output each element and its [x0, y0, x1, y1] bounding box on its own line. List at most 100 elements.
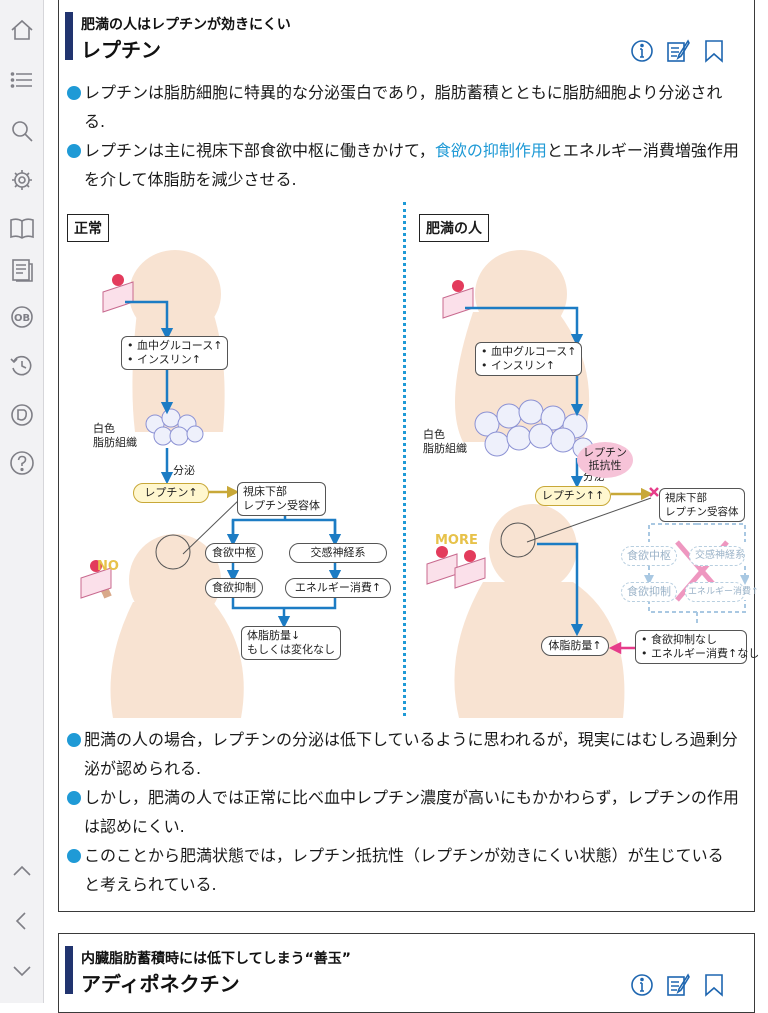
- bullet-dot: [67, 733, 81, 747]
- more-label: MORE: [435, 533, 478, 548]
- normal-tag: 正常: [67, 214, 109, 242]
- leptin-pill: レプチン↑↑: [535, 486, 611, 506]
- intro-text: レプチンは脂肪細胞に特異的な分泌蛋白であり，脂肪蓄積とともに脂肪細胞より分泌され…: [67, 78, 739, 194]
- list-item: このことから肥満状態では，レプチン抵抗性（レプチンが効きにくい状態）が生じている…: [67, 841, 739, 899]
- book-icon[interactable]: [6, 212, 38, 244]
- sympathetic-box: 交感神経系: [689, 546, 745, 566]
- figure-divider: [403, 202, 406, 716]
- search-icon[interactable]: [6, 115, 38, 147]
- fat-tissue-label: 白色 脂肪組織: [93, 422, 137, 450]
- sidebar: OB: [0, 0, 44, 1003]
- secretion-label: 分泌: [173, 464, 195, 477]
- appetite-suppression-box: 食欲抑制: [621, 582, 677, 602]
- chevron-down-icon[interactable]: [6, 955, 38, 987]
- body-fat-line: 体脂肪量↓: [247, 629, 301, 642]
- appetite-center-box: 食欲中枢: [621, 546, 677, 566]
- fat-label-line: 脂肪組織: [93, 436, 137, 449]
- bookmark-icon[interactable]: [701, 38, 727, 64]
- cake-icon: [426, 546, 486, 589]
- home-icon[interactable]: [6, 14, 38, 46]
- header-actions: [629, 38, 727, 64]
- chevron-up-icon[interactable]: [6, 855, 38, 887]
- result-line: • 食欲抑制なし: [641, 633, 717, 646]
- summary-paragraph: 肥満の人の場合，レプチンの分泌は低下しているように思われるが，現実にはむしろ過剰…: [84, 730, 738, 778]
- intro-text-before: レプチンは主に視床下部食欲中枢に働きかけて，: [84, 141, 435, 160]
- glucose-box: • 血中グルコース↑ • インスリン↑: [475, 342, 583, 376]
- ob-icon[interactable]: OB: [6, 301, 38, 333]
- fat-label-line: 脂肪組織: [423, 442, 467, 455]
- leptin-diagram: 正常 • 血中グルコース↑ • インスリン↑ 白色 脂肪組織 分泌 レプチン↑ …: [63, 202, 760, 718]
- list-item: しかし，肥満の人では正常に比べ血中レプチン濃度が高いにもかかわらず，レプチンの作…: [67, 783, 739, 841]
- resistance-line: レプチン: [583, 446, 627, 459]
- bullet-dot: [67, 849, 81, 863]
- insulin-line: • インスリン↑: [481, 359, 555, 372]
- bullet-dot: [67, 791, 81, 805]
- info-icon[interactable]: [629, 972, 655, 998]
- leptin-section: 肥満の人はレプチンが効きにくい レプチン レプチンは脂肪細胞に特異的な分泌蛋白で…: [58, 0, 760, 912]
- result-line: • エネルギー消費↑なし: [641, 647, 760, 660]
- fat-tissue-illustration: [474, 399, 594, 459]
- intro-text-after: とエネルギー消費増強作用を介して体脂肪を減少させる.: [84, 141, 739, 189]
- glucose-line: • 血中グルコース↑: [127, 339, 223, 352]
- fat-label-line: 白色: [93, 422, 115, 435]
- appetite-suppression-box: 食欲抑制: [205, 578, 263, 598]
- list-item: 肥満の人の場合，レプチンの分泌は低下しているように思われるが，現実にはむしろ過剰…: [67, 725, 739, 783]
- glucose-line: • 血中グルコース↑: [481, 345, 577, 358]
- header-actions: [629, 972, 727, 998]
- sympathetic-box: 交感神経系: [289, 543, 387, 563]
- bookmark-icon[interactable]: [701, 972, 727, 998]
- summary-paragraph: このことから肥満状態では，レプチン抵抗性（レプチンが効きにくい状態）が生じている…: [84, 846, 724, 894]
- cake-icon: [442, 280, 474, 319]
- obese-tag: 肥満の人: [419, 214, 489, 242]
- appetite-suppression-link[interactable]: 食欲の抑制作用: [434, 141, 547, 160]
- appetite-center-box: 食欲中枢: [205, 543, 263, 563]
- body-fat-box: 体脂肪量↓ もしくは変化なし: [241, 626, 341, 660]
- history-icon[interactable]: [6, 350, 38, 382]
- no-label: NO: [97, 559, 119, 574]
- notes-icon[interactable]: [6, 254, 38, 286]
- summary-paragraph: しかし，肥満の人では正常に比べ血中レプチン濃度が高いにもかかわらず，レプチンの作…: [84, 788, 739, 836]
- insulin-line: • インスリン↑: [127, 353, 201, 366]
- receptor-line: レプチン受容体: [665, 506, 739, 518]
- receptor-box: 視床下部 レプチン受容体: [659, 488, 745, 522]
- header-bar: [65, 12, 73, 60]
- glucose-box: • 血中グルコース↑ • インスリン↑: [121, 336, 229, 370]
- memo-icon[interactable]: [665, 972, 691, 998]
- receptor-line: 視床下部: [243, 485, 287, 498]
- fat-tissue-illustration: [145, 408, 204, 446]
- info-icon[interactable]: [629, 38, 655, 64]
- memo-icon[interactable]: [665, 38, 691, 64]
- body-fat-box: 体脂肪量↑: [541, 636, 609, 656]
- help-icon[interactable]: [6, 447, 38, 479]
- section-header: 内臓脂肪蓄積時には低下してしまう“善玉” アディポネクチン: [65, 946, 745, 997]
- gear-icon[interactable]: [6, 164, 38, 196]
- section-title: レプチン: [81, 38, 161, 62]
- cake-icon: [102, 274, 134, 313]
- bullet-dot: [67, 144, 81, 158]
- result-box: • 食欲抑制なし • エネルギー消費↑なし: [635, 630, 760, 664]
- fat-label-line: 白色: [423, 428, 445, 441]
- bullet-dot: [67, 86, 81, 100]
- header-bar: [65, 946, 73, 994]
- section-title: アディポネクチン: [81, 972, 240, 996]
- fat-tissue-label: 白色 脂肪組織: [423, 428, 467, 456]
- summary-text: 肥満の人の場合，レプチンの分泌は低下しているように思われるが，現実にはむしろ過剰…: [67, 725, 739, 899]
- receptor-line: 視床下部: [665, 492, 707, 504]
- energy-box: エネルギー消費↑: [685, 582, 759, 602]
- receptor-box: 視床下部 レプチン受容体: [237, 482, 326, 516]
- adiponectin-section: 内臓脂肪蓄積時には低下してしまう“善玉” アディポネクチン: [58, 933, 755, 1013]
- cake-icon: [80, 560, 112, 599]
- section-subtitle: 肥満の人はレプチンが効きにくい: [81, 17, 291, 33]
- chevron-left-icon[interactable]: [6, 905, 38, 937]
- list-icon[interactable]: [6, 64, 38, 96]
- list-item: レプチンは脂肪細胞に特異的な分泌蛋白であり，脂肪蓄積とともに脂肪細胞より分泌され…: [67, 78, 739, 136]
- intro-paragraph-2: レプチンは主に視床下部食欲中枢に働きかけて，食欲の抑制作用とエネルギー消費増強作…: [84, 136, 739, 194]
- body-fat-line: もしくは変化なし: [247, 643, 335, 656]
- resistance-line: 抵抗性: [588, 459, 622, 472]
- section-subtitle: 内臓脂肪蓄積時には低下してしまう“善玉”: [81, 951, 351, 967]
- energy-box: エネルギー消費↑: [285, 578, 391, 598]
- intro-paragraph-1: レプチンは脂肪細胞に特異的な分泌蛋白であり，脂肪蓄積とともに脂肪細胞より分泌され…: [84, 83, 723, 131]
- list-item: レプチンは主に視床下部食欲中枢に働きかけて，食欲の抑制作用とエネルギー消費増強作…: [67, 136, 739, 194]
- leptin-pill: レプチン↑: [133, 483, 209, 503]
- evernote-icon[interactable]: [6, 399, 38, 431]
